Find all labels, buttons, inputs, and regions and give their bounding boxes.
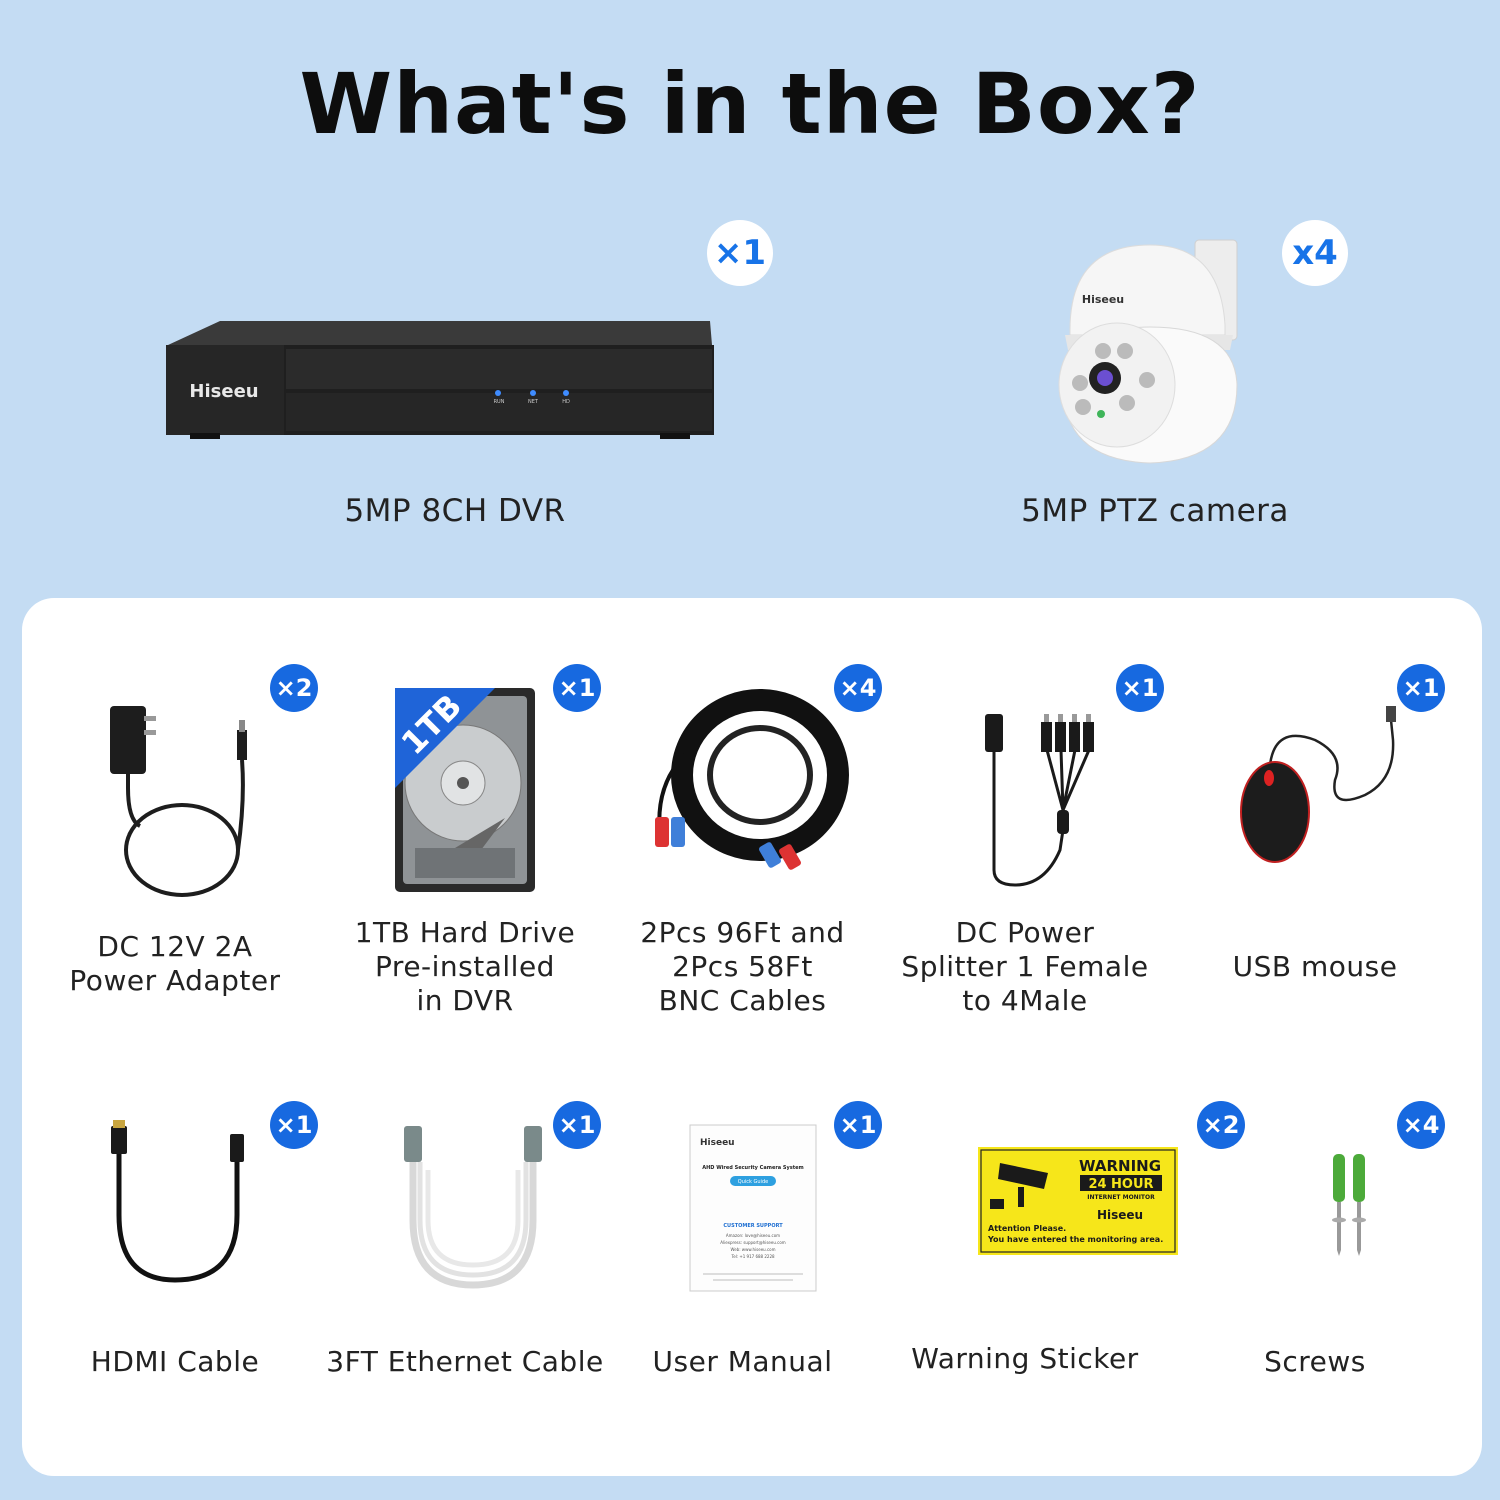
camera-label: 5MP PTZ camera [1021,493,1289,529]
manual-support-line-3: Web: www.hiseeu.com [730,1247,775,1252]
manual-button-text: Quick Guide [738,1179,768,1185]
dvr-brand-text: Hiseeu [189,381,258,402]
page-title: What's in the Box? [299,55,1201,153]
screws-label: Screws [1264,1345,1366,1378]
hdmi-label: HDMI Cable [90,1345,260,1378]
screws-qty-badge: ×4 [1397,1101,1445,1149]
sticker-qty-badge: ×2 [1197,1101,1245,1149]
manual-support-line-1: Amazon: love@hiseeu.com [726,1233,780,1238]
sticker-hours-text: 24 HOUR [1088,1177,1153,1192]
ptz-camera-icon: Hiseeu [1058,239,1238,464]
warning-sticker-icon: WARNING 24 HOUR INTERNET MONITOR Hiseeu … [978,1147,1178,1255]
manual-support-line-2: Aliexpress: support@hiseeu.com [720,1240,786,1245]
camera-qty-badge: x4 [1282,220,1348,286]
adapter-label: DC 12V 2A Power Adapter [69,930,281,997]
dvr-led-run: RUN [494,399,505,405]
power-adapter-icon [110,706,247,897]
manual-brand-text: Hiseeu [700,1138,735,1148]
manual-label: User Manual [652,1345,833,1378]
user-manual-icon: Hiseeu AHD Wired Security Camera System … [689,1124,817,1292]
ethernet-qty-badge: ×1 [553,1101,601,1149]
sticker-brand-text: Hiseeu [1097,1208,1143,1222]
splitter-label: DC Power Splitter 1 Female to 4Male [901,916,1149,1017]
mouse-label: USB mouse [1232,950,1398,983]
camera-brand-text: Hiseeu [1082,293,1124,306]
manual-support-title: CUSTOMER SUPPORT [723,1223,783,1229]
manual-support-line-4: Tel: +1 917 688 2228 [730,1254,775,1259]
sticker-message-text: You have entered the monitoring area. [987,1235,1163,1244]
adapter-qty-badge: ×2 [270,664,318,712]
sticker-warning-text: WARNING [1079,1157,1161,1175]
dvr-label: 5MP 8CH DVR [344,493,566,529]
sticker-monitor-text: INTERNET MONITOR [1087,1194,1155,1201]
splitter-qty-badge: ×1 [1116,664,1164,712]
bnc-qty-badge: ×4 [834,664,882,712]
bnc-cable-icon [655,689,849,870]
power-splitter-icon [985,714,1094,887]
hard-drive-qty-badge: ×1 [553,664,601,712]
screws-icon [1332,1154,1366,1256]
sticker-attention-text: Attention Please. [988,1224,1066,1233]
bnc-label: 2Pcs 96Ft and 2Pcs 58Ft BNC Cables [640,916,845,1017]
ethernet-label: 3FT Ethernet Cable [326,1345,604,1378]
ethernet-cable-icon [404,1126,542,1289]
dvr-led-net: NET [528,399,539,405]
hard-drive-icon: 1TB [394,687,535,892]
sticker-label: Warning Sticker [911,1342,1139,1375]
manual-title-text: AHD Wired Security Camera System [702,1165,804,1171]
hard-drive-label: 1TB Hard Drive Pre-installed in DVR [354,916,576,1017]
hdmi-cable-icon [111,1120,244,1283]
accessories-panel [22,598,1482,1476]
dvr-led-hd: HD [562,399,570,405]
hdmi-qty-badge: ×1 [270,1101,318,1149]
dvr-icon: RUN NET HD Hiseeu [166,321,714,439]
mouse-qty-badge: ×1 [1397,664,1445,712]
manual-qty-badge: ×1 [834,1101,882,1149]
dvr-qty-badge: ×1 [707,220,773,286]
usb-mouse-icon [1240,706,1396,863]
